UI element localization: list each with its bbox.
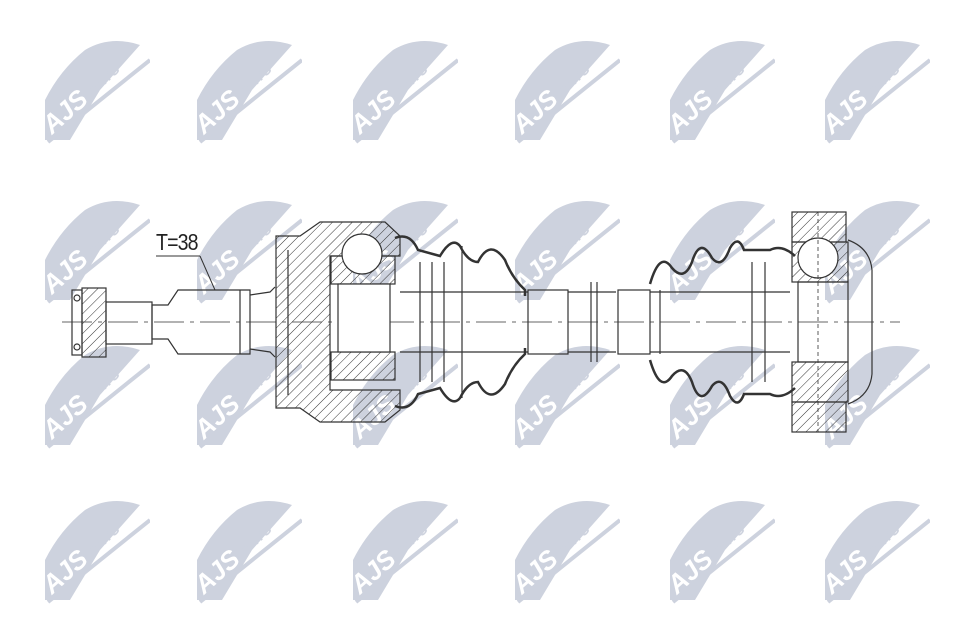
outer-boot (648, 240, 796, 404)
middle-shaft (400, 282, 651, 362)
annotation-leader (199, 255, 216, 291)
inner-cv-joint (275, 221, 401, 423)
left-stub (105, 301, 153, 345)
left-spline (151, 289, 251, 355)
inner-boot (394, 235, 527, 409)
outer-cv-joint (791, 211, 873, 433)
spline-teeth-label: T=38 (156, 229, 199, 255)
left-nut (71, 287, 107, 358)
